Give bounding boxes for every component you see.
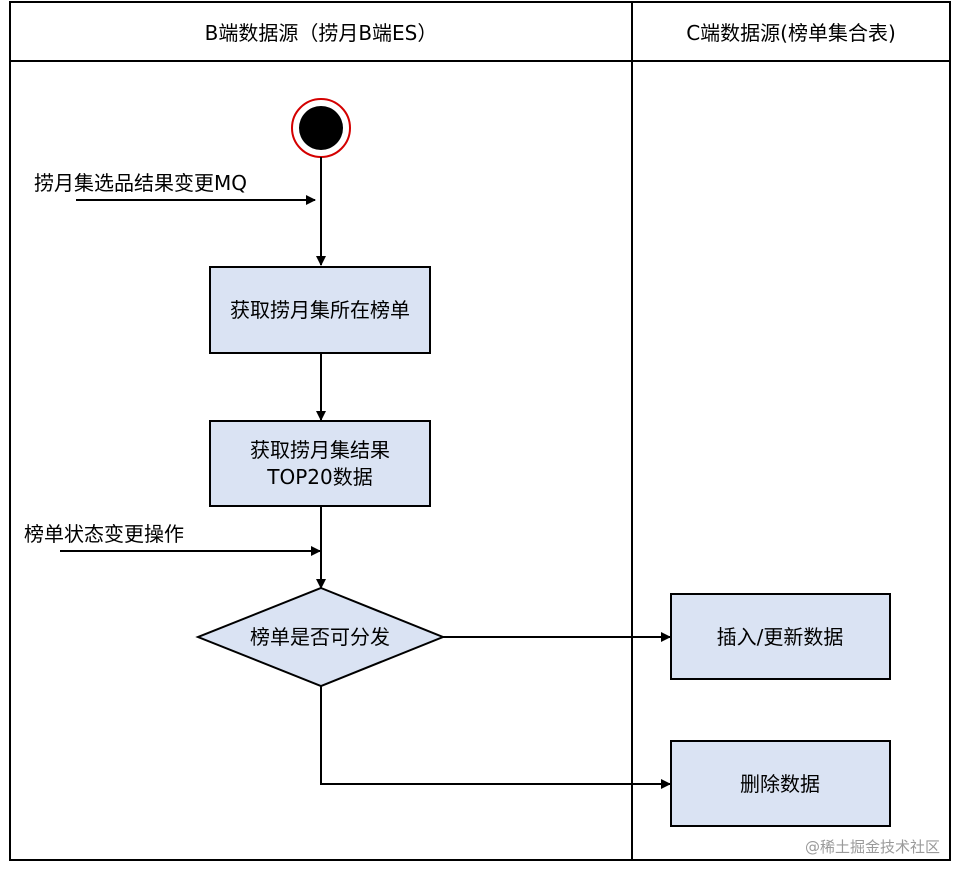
decision-diamond bbox=[195, 586, 446, 688]
node-insert-update-box bbox=[670, 593, 891, 680]
node-get-rank-lists-label: 获取捞月集所在榜单 bbox=[230, 298, 410, 322]
swimlane-border bbox=[9, 1, 951, 861]
start-node bbox=[291, 98, 351, 158]
lane-title-b: B端数据源（捞月B端ES） bbox=[205, 21, 438, 45]
node-delete-data-label: 删除数据 bbox=[740, 772, 820, 796]
node-get-rank-lists-box bbox=[209, 266, 431, 354]
node-delete-data-box bbox=[670, 740, 891, 827]
arrow-decision-to-delete bbox=[320, 686, 671, 789]
watermark: @稀土掘金技术社区 bbox=[805, 838, 940, 856]
node-insert-update-label: 插入/更新数据 bbox=[717, 625, 844, 649]
swimlane-frame bbox=[9, 1, 951, 861]
mq-trigger-label: 捞月集选品结果变更MQ bbox=[34, 171, 247, 195]
node-get-top20-box bbox=[209, 420, 431, 507]
rank-status-trigger-label: 榜单状态变更操作 bbox=[24, 522, 184, 546]
lane-title-c: C端数据源(榜单集合表) bbox=[686, 21, 896, 45]
decision-label: 榜单是否可分发 bbox=[250, 625, 390, 649]
node-get-top20-label-line2: TOP20数据 bbox=[266, 465, 372, 489]
node-get-top20-label-line1: 获取捞月集结果 bbox=[250, 438, 390, 462]
